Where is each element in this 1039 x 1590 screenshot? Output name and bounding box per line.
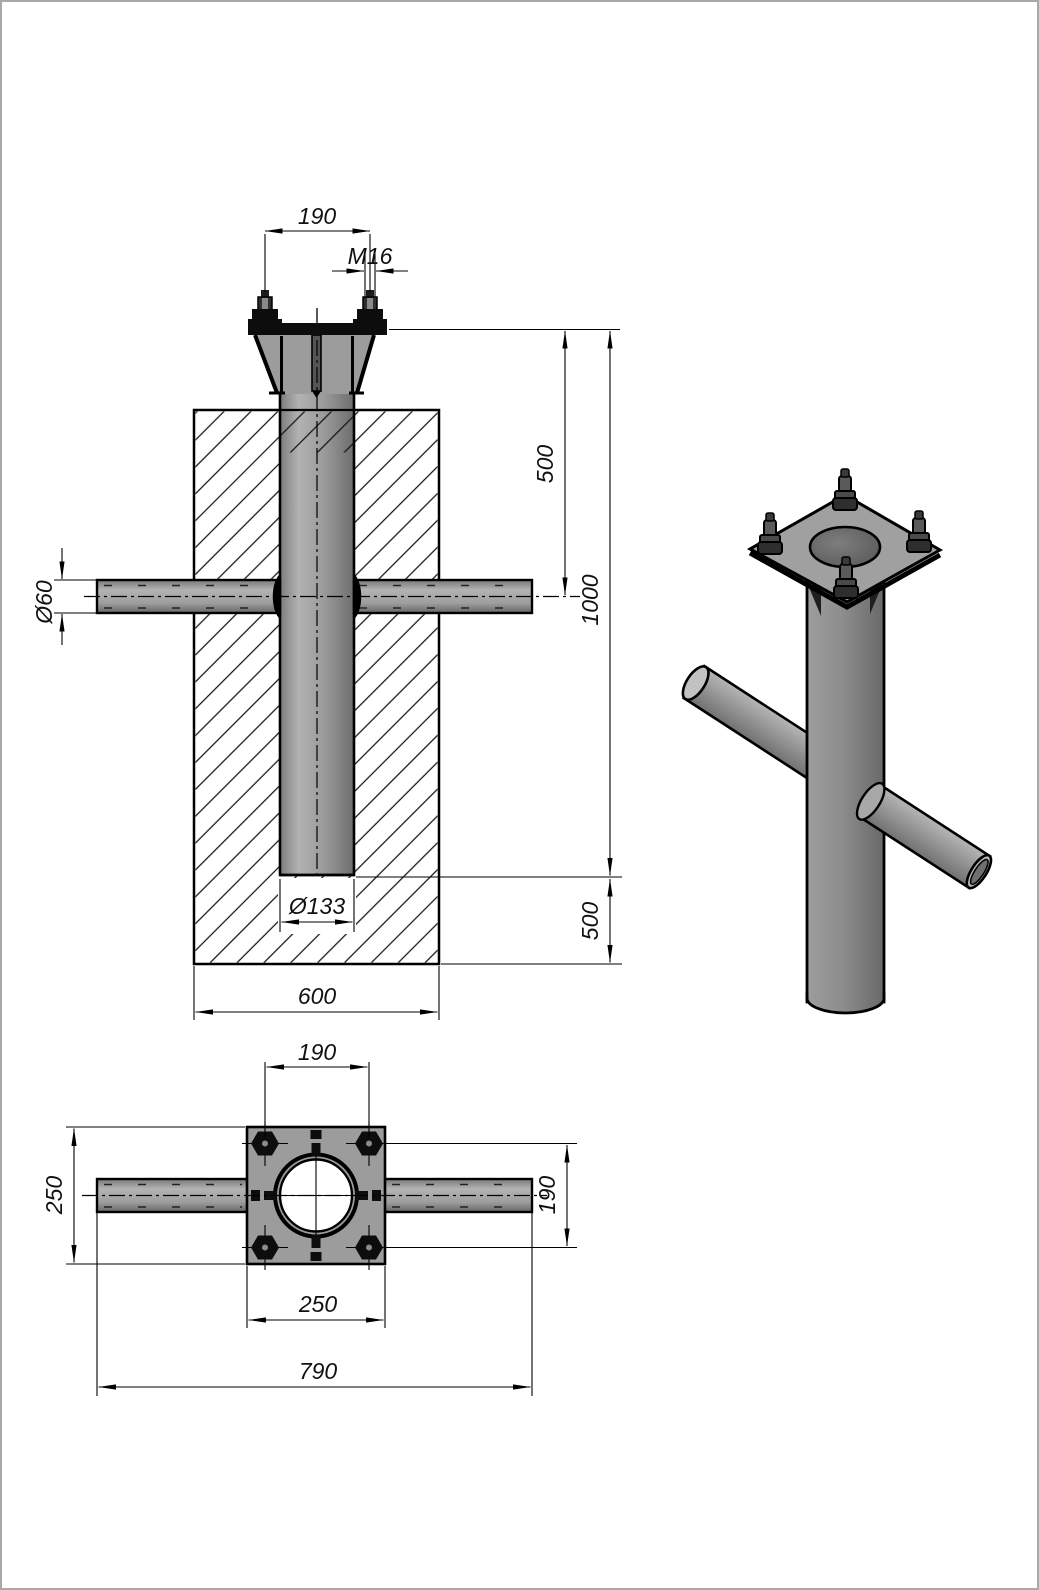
dim-crossbar-dia-label: Ø60 [31, 580, 57, 625]
dim-plate-side-v-label: 250 [41, 1176, 67, 1216]
plan-view: 190 190 250 250 790 [41, 1039, 577, 1396]
dim-block-width-label: 600 [298, 983, 337, 1009]
dim-block-width: 600 [193, 966, 440, 1020]
dim-crossbar-dia: Ø60 [31, 548, 99, 645]
iso-bolt-left [757, 512, 783, 555]
dim-embed-length: 1000 [356, 330, 622, 878]
dim-embed-length-label: 1000 [577, 574, 603, 625]
dim-crossbar-length: 790 [96, 1213, 533, 1396]
bolt-sw [242, 1225, 288, 1270]
iso-main-pipe [805, 556, 886, 1015]
dim-bolt-spacing-v: 190 [382, 1142, 577, 1249]
dim-plate-side-v: 250 [41, 1126, 245, 1265]
iso-crossbar-right [855, 781, 993, 890]
dim-bolt-spacing-v-label: 190 [534, 1176, 560, 1215]
anchor-bolt-right [353, 290, 387, 324]
iso-flange-plate [746, 493, 944, 610]
dim-below-pipe: 500 [441, 878, 622, 965]
dim-top-to-crossbar-label: 500 [532, 445, 558, 484]
front-view: 190 M16 500 1000 500 [31, 203, 622, 1020]
dim-bolt-spacing-front: 190 [264, 203, 371, 292]
dim-bolt-spacing-h-label: 190 [298, 1039, 337, 1065]
dim-below-pipe-label: 500 [577, 902, 603, 941]
dim-thread: M16 [332, 243, 408, 297]
iso-bolts [757, 468, 932, 599]
dim-pipe-dia-label: Ø133 [288, 893, 345, 919]
dim-pipe-dia: Ø133 [279, 879, 355, 932]
anchor-bolt-left [248, 290, 282, 324]
bolts-plan [242, 1121, 392, 1270]
dim-bolt-spacing-label: 190 [298, 203, 337, 229]
base-plate-front [248, 323, 387, 335]
iso-view [681, 468, 993, 1015]
flange-assembly-front [248, 290, 387, 398]
dim-top-to-crossbar: 500 [389, 328, 620, 596]
dim-thread-label: M16 [348, 243, 393, 269]
dim-crossbar-length-label: 790 [299, 1358, 338, 1384]
dim-plate-side-h: 250 [246, 1266, 386, 1328]
dim-bolt-spacing-h: 190 [264, 1039, 370, 1137]
iso-bolt-top [832, 468, 858, 511]
iso-bolt-bottom [833, 556, 859, 599]
iso-bolt-right [906, 510, 932, 553]
dim-plate-side-h-label: 250 [298, 1291, 338, 1317]
